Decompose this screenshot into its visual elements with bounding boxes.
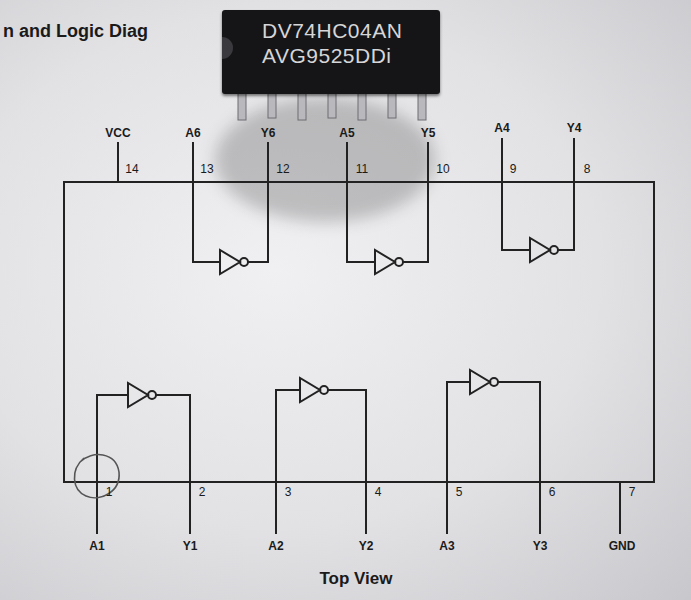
inverter-symbol [530, 238, 550, 262]
pin-number: 8 [584, 163, 591, 176]
gate-wire [498, 382, 540, 482]
pin-name: A2 [268, 540, 283, 553]
pin-name: Y6 [261, 127, 276, 140]
gate-wire [97, 395, 128, 482]
chip-leg [268, 92, 276, 118]
pin-number: 9 [510, 163, 517, 176]
chip-marking: DV74HC04AN [262, 18, 426, 43]
inverter-bubble [148, 391, 156, 399]
inverter-bubble [550, 246, 558, 254]
inverter-symbol [128, 383, 148, 407]
pin-line [365, 482, 367, 534]
gate-wire [347, 182, 375, 262]
chip-leg [358, 92, 366, 120]
gate-wire [248, 182, 268, 262]
pin-name: A5 [339, 127, 354, 140]
pen-circle [74, 455, 119, 498]
pin-line [117, 142, 119, 182]
pin-number: 10 [436, 163, 449, 176]
inverter-symbol [375, 250, 395, 274]
gate-wire [558, 182, 574, 250]
pin-name: A1 [89, 540, 104, 553]
pin-line [573, 138, 575, 182]
pin-number: 2 [199, 486, 206, 499]
inverter-symbol [470, 370, 490, 394]
gate-wire [447, 382, 470, 482]
pin-line [96, 482, 98, 534]
chip-leg [388, 92, 396, 118]
gate-wire [328, 390, 366, 482]
inverter-bubble [395, 258, 403, 266]
pin-number: 14 [125, 163, 138, 176]
chip-shadow [215, 98, 435, 222]
gate-wire [193, 182, 220, 262]
chip-legs [238, 92, 426, 120]
pin-line [192, 142, 194, 182]
pin-line [189, 482, 191, 534]
gate-wire [403, 182, 428, 262]
pin-name: A3 [439, 540, 454, 553]
package-outline [64, 182, 654, 482]
chip-leg [298, 92, 306, 120]
pin-name: A6 [185, 127, 200, 140]
chip-leg [238, 92, 246, 120]
pin-line [275, 482, 277, 534]
chip-marking: AVG9525DDi [262, 43, 426, 68]
pin-name: VCC [105, 127, 130, 140]
pin-line [539, 482, 541, 534]
pin-line [619, 482, 621, 534]
inverter-symbol [220, 250, 240, 274]
wiring [64, 138, 654, 534]
pin-name: GND [609, 540, 636, 553]
pin-name: Y2 [359, 540, 374, 553]
chip-leg [418, 92, 426, 120]
pin-number: 4 [375, 486, 382, 499]
pin-number: 7 [629, 486, 636, 499]
inverter-bubble [490, 378, 498, 386]
partial-heading: n and Logic Diag [3, 22, 148, 42]
gate-wire [156, 395, 190, 482]
inverter-bubble [320, 386, 328, 394]
pin-line [446, 482, 448, 534]
pin-line [267, 142, 269, 182]
ic-chip: DV74HC04ANAVG9525DDi [222, 10, 440, 94]
pin-name: Y5 [421, 127, 436, 140]
pin-name: A4 [494, 122, 509, 135]
chip-leg [328, 92, 336, 118]
pin-number: 5 [456, 486, 463, 499]
pin-number: 6 [549, 486, 556, 499]
gate-wire [502, 182, 530, 250]
pin-number: 3 [285, 486, 292, 499]
pin-line [346, 142, 348, 182]
inverter-bubble [240, 258, 248, 266]
inverter-symbol [300, 378, 320, 402]
pin-name: Y4 [567, 122, 582, 135]
pin-number: 11 [356, 163, 368, 176]
chip-notch [222, 37, 233, 59]
pin-line [501, 138, 503, 182]
pin-name: Y3 [533, 540, 548, 553]
gate-wire [276, 390, 300, 482]
pin-name: Y1 [183, 540, 198, 553]
pin-number: 13 [200, 163, 213, 176]
pin-number: 1 [106, 486, 113, 499]
view-caption: Top View [319, 570, 392, 589]
pin-number: 12 [276, 163, 289, 176]
pin-line [427, 142, 429, 182]
